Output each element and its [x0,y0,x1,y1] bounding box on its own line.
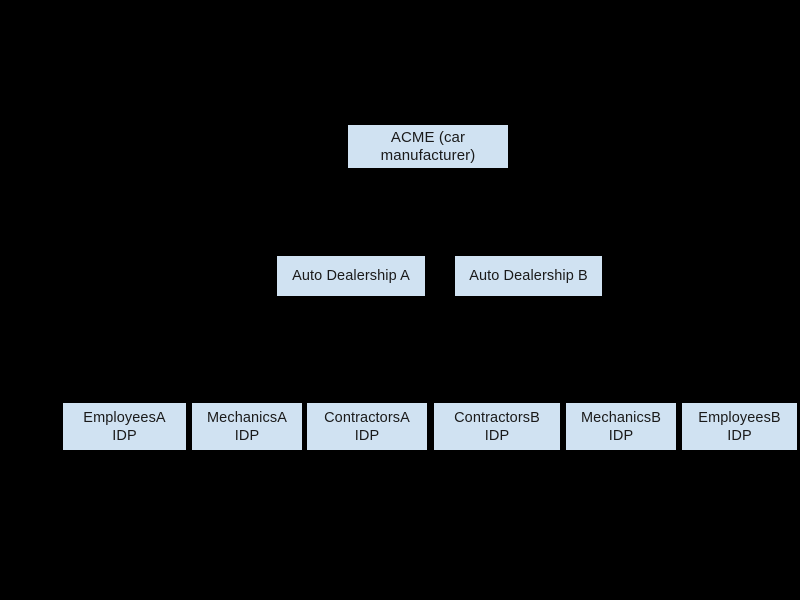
node-mechanicsb-idp[interactable]: MechanicsB IDP [566,403,676,450]
node-acme[interactable]: ACME (car manufacturer) [348,125,508,168]
node-acme-label: ACME (car manufacturer) [380,128,476,164]
node-employeesb-idp[interactable]: EmployeesB IDP [682,403,797,450]
node-mechanicsa-idp[interactable]: MechanicsA IDP [192,403,302,450]
node-auto-dealership-a-label: Auto Dealership A [292,268,410,284]
node-auto-dealership-b-label: Auto Dealership B [469,268,588,284]
node-contractorsb-idp[interactable]: ContractorsB IDP [434,403,560,450]
node-mechanicsb-idp-label: MechanicsB IDP [581,409,661,444]
node-contractorsb-idp-label: ContractorsB IDP [454,409,540,444]
node-employeesa-idp-label: EmployeesA IDP [83,409,166,444]
node-auto-dealership-a[interactable]: Auto Dealership A [277,256,425,296]
node-contractorsa-idp-label: ContractorsA IDP [324,409,410,444]
node-employeesb-idp-label: EmployeesB IDP [698,409,781,444]
node-auto-dealership-b[interactable]: Auto Dealership B [455,256,602,296]
node-contractorsa-idp[interactable]: ContractorsA IDP [307,403,427,450]
node-employeesa-idp[interactable]: EmployeesA IDP [63,403,186,450]
node-mechanicsa-idp-label: MechanicsA IDP [207,409,287,444]
